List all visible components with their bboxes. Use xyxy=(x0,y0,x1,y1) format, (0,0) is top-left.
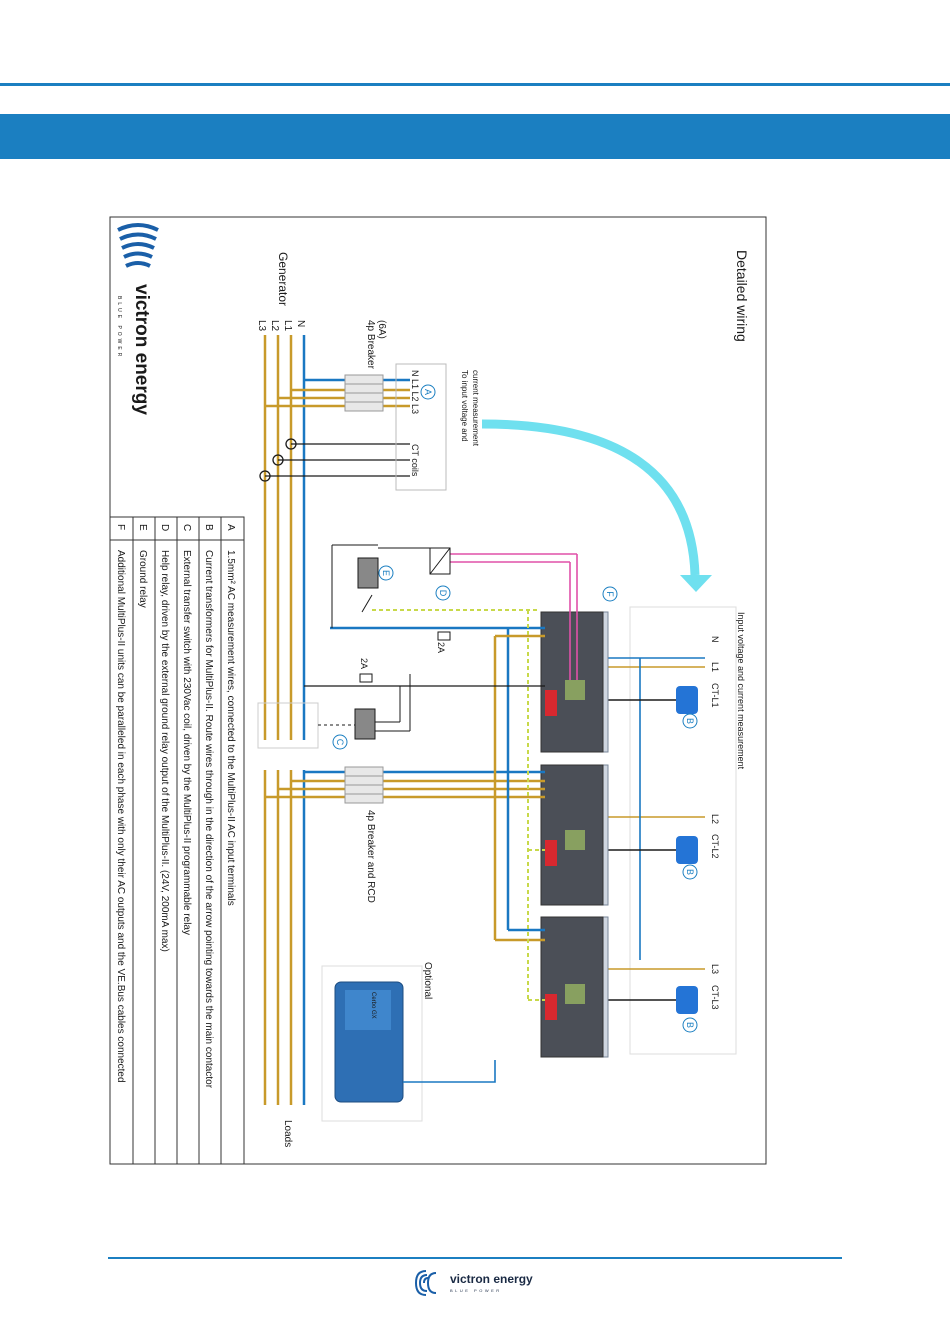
main-bus xyxy=(263,335,306,1105)
svg-text:A: A xyxy=(423,389,433,395)
ct-coils-label: CT coils xyxy=(410,444,420,477)
breaker-6a-label: 4p Breaker(6A) xyxy=(365,320,387,370)
gx-label: Cerbo GX xyxy=(370,992,376,1019)
multiplus-unit-1 xyxy=(540,611,609,753)
legend-text: 1.5mm² AC measurement wires, connected t… xyxy=(225,550,236,906)
footer-rule xyxy=(108,1257,842,1259)
diagram-title: Detailed wiring xyxy=(734,250,750,342)
input-measure-box xyxy=(629,606,737,1055)
breaker-rcd xyxy=(344,766,384,804)
fuse-top-label: 2A xyxy=(436,642,446,653)
ground-wires xyxy=(372,609,545,1001)
svg-text:CT-L1: CT-L1 xyxy=(710,683,720,708)
legend-text: Current transformers for MultiPlus-II. R… xyxy=(203,550,214,1089)
pink-wires xyxy=(450,553,578,680)
relay-d xyxy=(378,547,451,575)
header-band xyxy=(0,114,950,159)
svg-text:B: B xyxy=(685,869,695,875)
fuse-mid xyxy=(359,673,373,683)
footer-logo: victron energy BLUE POWER xyxy=(415,1270,533,1296)
svg-text:L2: L2 xyxy=(269,320,280,332)
ct-clamp-l2 xyxy=(676,836,698,864)
breaker-6a xyxy=(344,374,384,412)
svg-text:E: E xyxy=(381,570,391,576)
breaker-rcd-label: 4p Breaker and RCD xyxy=(365,810,376,903)
footer-logo-subtext: BLUE POWER xyxy=(450,1288,502,1293)
legend-text: Additional MultiPlus-II units can be par… xyxy=(115,550,126,1083)
legend-text: Ground relay xyxy=(137,550,148,608)
fuse-mid-label: 2A xyxy=(359,658,369,669)
transfer-switch-c xyxy=(257,674,411,749)
svg-text:B: B xyxy=(685,718,695,724)
svg-text:N: N xyxy=(710,636,720,643)
phase-labels: N L1 CT-L1 L2 CT-L2 L3 CT-L3 xyxy=(710,636,720,1010)
svg-text:L3: L3 xyxy=(256,320,267,332)
generator-label: Generator xyxy=(276,252,290,306)
svg-text:L1: L1 xyxy=(710,662,720,672)
legend-key: F xyxy=(115,524,126,530)
optional-label: Optional xyxy=(422,962,433,999)
victron-logo xyxy=(117,223,159,268)
legend-table xyxy=(109,516,245,1165)
legend-key: B xyxy=(203,524,214,531)
svg-text:N: N xyxy=(295,320,306,327)
ct-coil-wires xyxy=(259,438,410,482)
input-terminals-label: N L1 L2 L3 xyxy=(410,370,420,414)
svg-text:D: D xyxy=(438,590,448,597)
breaker-6a-wires xyxy=(265,378,410,408)
svg-text:L3: L3 xyxy=(710,964,720,974)
measurement-box xyxy=(395,363,447,491)
legend-text: Help relay, driven by the external groun… xyxy=(159,550,170,952)
legend-text: External transfer switch with 230Vac coi… xyxy=(181,550,192,935)
svg-text:CT-L2: CT-L2 xyxy=(710,834,720,859)
svg-text:L2: L2 xyxy=(710,814,720,824)
svg-text:B: B xyxy=(685,1022,695,1028)
svg-text:L1: L1 xyxy=(282,320,293,332)
svg-text:F: F xyxy=(605,591,615,597)
generator-line-labels: N L1 L2 L3 xyxy=(256,320,306,332)
legend-key: A xyxy=(225,524,236,531)
optional-box xyxy=(321,965,423,1122)
output-wires xyxy=(265,626,545,942)
footer-logo-text: victron energy xyxy=(450,1272,533,1286)
loads-label: Loads xyxy=(282,1120,293,1147)
relay-e xyxy=(331,544,379,628)
legend-key: C xyxy=(181,524,192,531)
multiplus-unit-3 xyxy=(540,916,609,1058)
direction-arrow xyxy=(481,419,712,592)
markers: A B B B C D E F xyxy=(332,384,698,1033)
ct-clamp-l3 xyxy=(676,986,698,1014)
logo-text: victron energy xyxy=(131,284,152,415)
legend-key: E xyxy=(137,524,148,531)
ct-clamp-l1 xyxy=(676,686,698,714)
legend-key: D xyxy=(159,524,170,531)
cerbo-gx xyxy=(334,981,404,1103)
ve-bus-cable xyxy=(403,1060,496,1083)
logo-subtext: BLUE POWER xyxy=(116,296,122,359)
svg-text:C: C xyxy=(335,739,345,746)
svg-text:CT-L3: CT-L3 xyxy=(710,985,720,1010)
header-rule xyxy=(0,83,950,86)
multiplus-unit-2 xyxy=(540,764,609,906)
fuse-top xyxy=(437,631,451,641)
input-measure-label: Input voltage and current measurement xyxy=(736,612,746,770)
